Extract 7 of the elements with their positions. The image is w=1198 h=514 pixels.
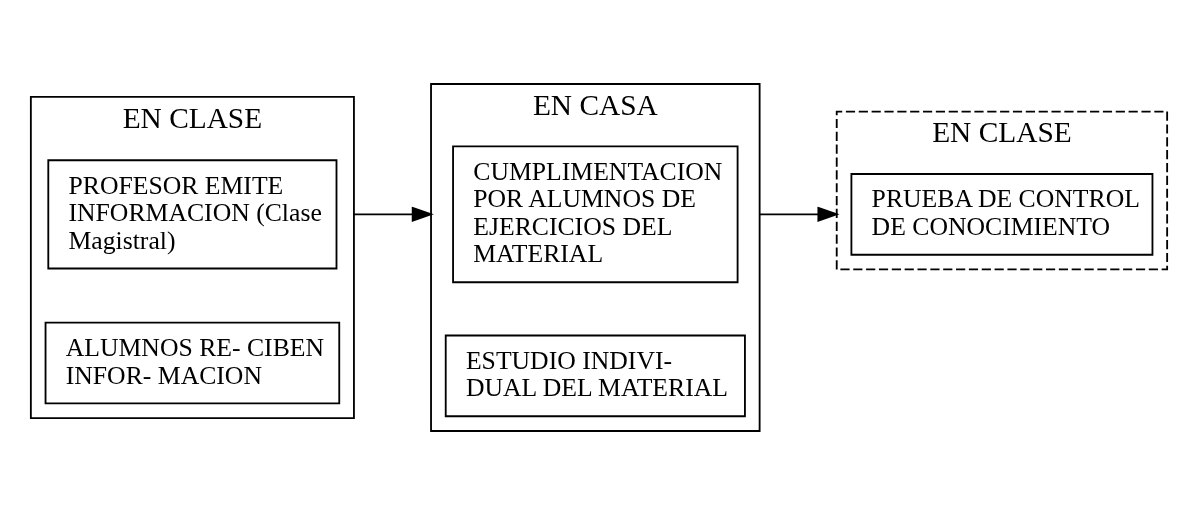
node-box: PROFESOR EMITE INFORMACION (Clase Magistral) [47, 158, 338, 269]
node-box: CUMPLIMENTACION POR ALUMNOS DE EJERCICIOS DEL MATERIAL [452, 145, 739, 283]
arrow [758, 206, 840, 222]
arrow [353, 206, 434, 222]
node-box: PRUEBA DE CONTROL DE CONOCIMIENTO [850, 172, 1154, 256]
node-box: ESTUDIO INDIVI- DUAL DEL MATERIAL [444, 334, 746, 417]
node-box: ALUMNOS RE- CIBEN INFOR- MACION [44, 321, 341, 404]
